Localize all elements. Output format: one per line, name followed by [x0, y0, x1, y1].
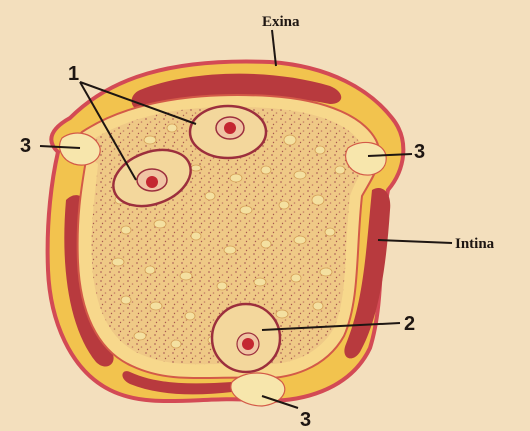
cell-upper	[190, 106, 266, 158]
label-2: 2	[404, 313, 415, 335]
nucleus-upper	[224, 122, 236, 134]
label-3-right: 3	[414, 141, 425, 163]
label-intina: Intina	[455, 236, 495, 252]
label-1: 1	[68, 63, 79, 85]
nucleus-vegetative	[242, 338, 254, 350]
label-exina: Exina	[262, 14, 300, 30]
label-3-left: 3	[20, 135, 31, 157]
vegetative-cell	[212, 304, 280, 372]
nucleus-left	[146, 176, 158, 188]
label-3-bottom: 3	[300, 409, 311, 431]
